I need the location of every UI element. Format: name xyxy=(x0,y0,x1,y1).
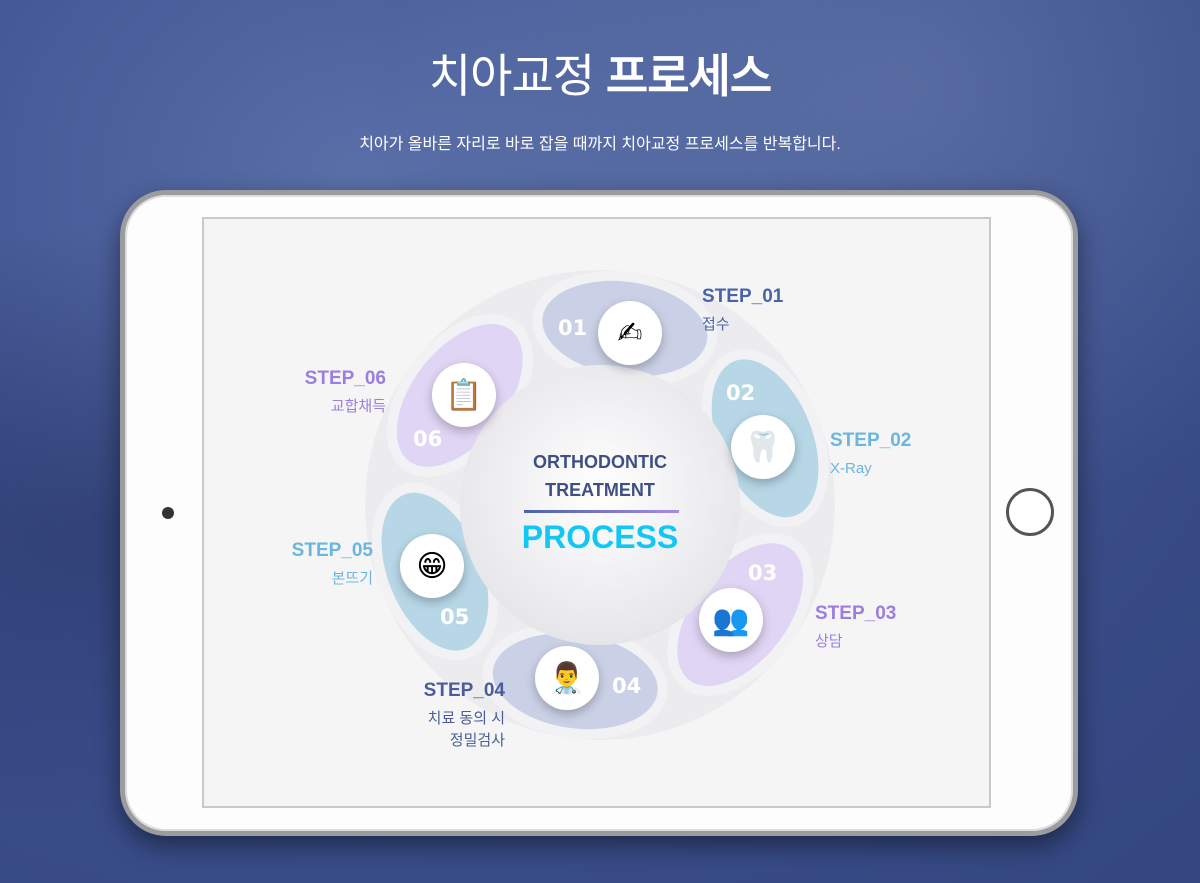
step-number: 02 xyxy=(726,381,756,405)
step-desc: 접수 xyxy=(702,316,730,333)
teeth-mold-icon: 😁 xyxy=(400,534,464,598)
step-desc: 치료 동의 시 xyxy=(427,710,505,727)
page-subtitle: 치아가 올바른 자리로 바로 잡을 때까지 치아교정 프로세스를 반복합니다. xyxy=(359,136,841,153)
xray-tooth-icon: 🦷 xyxy=(731,415,795,479)
doctors-icon: 👨‍⚕️ xyxy=(535,646,599,710)
center-line3: PROCESS xyxy=(521,519,679,555)
step-number: 04 xyxy=(612,674,642,698)
step-title: STEP_02 xyxy=(830,430,912,451)
step-number: 06 xyxy=(413,427,443,451)
step-number: 03 xyxy=(748,561,778,585)
step-number: 05 xyxy=(440,605,470,629)
center-line2: TREATMENT xyxy=(545,480,655,500)
step-desc: 교합채득 xyxy=(330,398,386,415)
home-button[interactable] xyxy=(1006,488,1054,536)
step-label: STEP_05 본뜨기 xyxy=(223,540,373,590)
camera-icon xyxy=(162,507,174,519)
center-title: ORTHODONTIC TREATMENT PROCESS xyxy=(520,450,680,556)
step-title: STEP_05 xyxy=(291,540,373,561)
step-desc: 상담 xyxy=(815,633,843,650)
step-desc: 본뜨기 xyxy=(331,570,373,587)
step-number: 01 xyxy=(558,316,588,340)
consultation-desk-icon: 👥 xyxy=(699,588,763,652)
checklist-tooth-icon: 📋 xyxy=(432,363,496,427)
step-label: STEP_06 교합채득 xyxy=(236,368,386,418)
step-title: STEP_04 xyxy=(423,680,505,701)
center-divider xyxy=(524,510,679,513)
step-title: STEP_06 xyxy=(304,368,386,389)
step-title: STEP_03 xyxy=(815,603,897,624)
step-desc: X-Ray xyxy=(830,460,872,477)
clipboard-pen-icon: ✍ xyxy=(598,301,662,365)
step-title: STEP_01 xyxy=(702,286,784,307)
page-title: 치아교정 프로세스 xyxy=(428,50,772,102)
step-desc-2: 정밀검사 xyxy=(449,732,505,749)
center-disc xyxy=(460,365,740,645)
step-label: STEP_01 접수 xyxy=(702,286,783,336)
step-label: STEP_03 상담 xyxy=(815,603,896,653)
center-line1: ORTHODONTIC xyxy=(533,452,667,472)
